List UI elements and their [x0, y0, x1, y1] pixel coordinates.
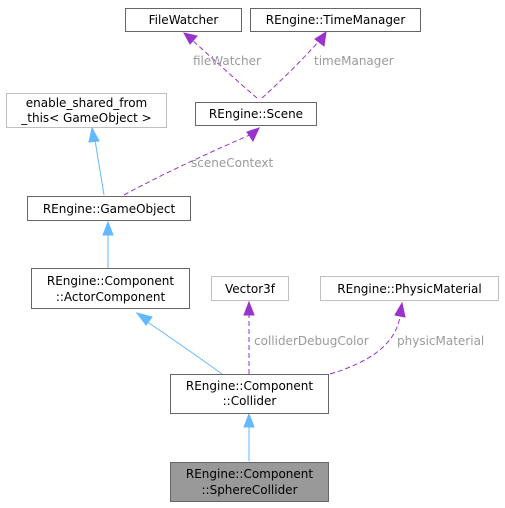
- node-collider[interactable]: REngine::Component ::Collider: [170, 374, 329, 414]
- edge-label-scenecontext: sceneContext: [191, 156, 274, 170]
- node-label-line-1: REngine::Component: [186, 467, 314, 481]
- usage-arrowhead: [314, 30, 327, 47]
- node-label-line-1: REngine::Component: [47, 274, 175, 288]
- node-spherecollider: REngine::Component ::SphereCollider: [170, 462, 329, 502]
- edge-spherecollider-inherits-collider: [243, 412, 255, 461]
- node-enable-shared-from-this: enable_shared_from _this< GameObject >: [6, 93, 167, 128]
- node-label: REngine::GameObject: [43, 202, 176, 216]
- node-physicmaterial[interactable]: REngine::PhysicMaterial: [320, 276, 499, 301]
- usage-arrowhead: [394, 301, 406, 318]
- inheritance-arrowhead: [243, 412, 255, 428]
- edge-collider-inherits-actorcomponent: [135, 312, 223, 375]
- node-gameobject[interactable]: REngine::GameObject: [27, 196, 191, 221]
- edge-filewatcher-usage: [183, 32, 258, 99]
- node-actorcomponent[interactable]: REngine::Component ::ActorComponent: [31, 268, 190, 309]
- node-label-line-2: _this< GameObject >: [20, 111, 151, 125]
- edge-label-timemanager: timeManager: [314, 54, 394, 68]
- usage-arrowhead: [243, 300, 255, 316]
- edge-label-filewatcher: fileWatcher: [193, 54, 261, 68]
- node-label-line-2: ::Collider: [223, 394, 277, 408]
- node-label: Vector3f: [225, 282, 276, 296]
- node-label-line-2: ::SphereCollider: [201, 483, 297, 497]
- node-label: REngine::TimeManager: [266, 13, 406, 27]
- node-label-line-1: enable_shared_from: [26, 96, 147, 110]
- edge-label-colliderdebugcolor: colliderDebugColor: [254, 334, 369, 348]
- edge-gameobject-inherits-enable-shared: [88, 126, 105, 196]
- usage-arrowhead: [246, 127, 260, 143]
- inheritance-arrowhead: [102, 220, 114, 236]
- node-scene[interactable]: REngine::Scene: [195, 102, 317, 126]
- node-label: FileWatcher: [149, 13, 219, 27]
- inheritance-arrowhead: [135, 312, 153, 326]
- node-label: REngine::PhysicMaterial: [337, 282, 481, 296]
- edge-physicmaterial-usage: [329, 301, 406, 375]
- usage-arrowhead: [183, 32, 198, 45]
- node-label: REngine::Scene: [209, 107, 303, 121]
- edge-timemanager-usage: [261, 30, 327, 99]
- edge-actorcomponent-inherits-gameobject: [102, 220, 114, 268]
- node-filewatcher[interactable]: FileWatcher: [125, 8, 242, 32]
- edge-label-physicmaterial: physicMaterial: [397, 334, 484, 348]
- edge-colliderdebugcolor-usage: [243, 300, 255, 374]
- node-label-line-2: ::ActorComponent: [56, 290, 166, 304]
- inheritance-arrowhead: [88, 126, 100, 143]
- node-vector3f: Vector3f: [211, 276, 289, 301]
- edge-scenecontext-usage: [123, 127, 260, 196]
- node-label-line-1: REngine::Component: [186, 379, 314, 393]
- node-timemanager[interactable]: REngine::TimeManager: [250, 8, 421, 32]
